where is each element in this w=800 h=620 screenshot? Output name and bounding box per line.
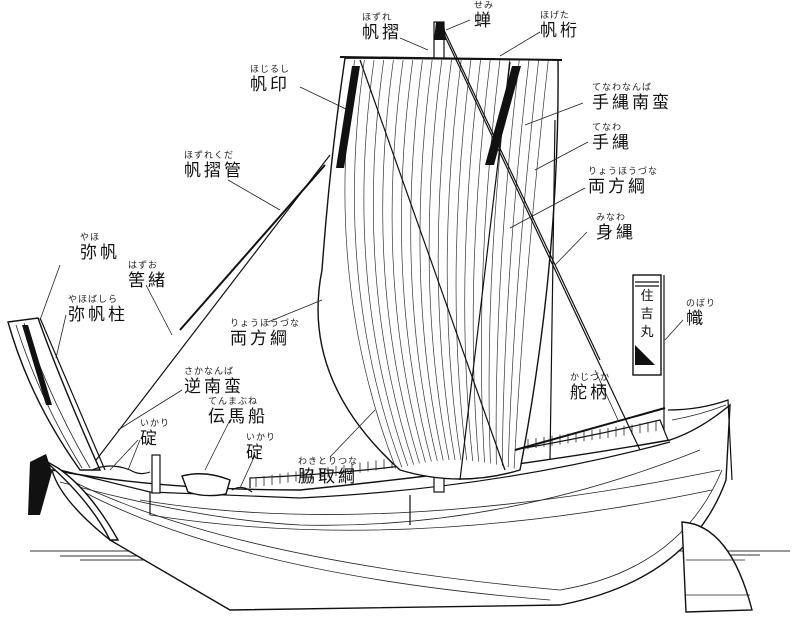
label-tenmabune: てんまぶね 伝馬船 [208,398,268,426]
main-sail [317,56,563,480]
label-tenawa: てなわ 手縄 [592,124,632,152]
sail-seam [446,59,462,461]
sail-seam [354,59,403,468]
sail-seam [507,59,539,468]
label-semi: せみ 蝉 [474,2,494,30]
sail-seam [401,59,432,462]
label-ruby: のぼり [686,299,717,309]
label-ruby: りょうほうづな [230,319,301,329]
label-text: 帆摺管 [184,161,244,181]
label-ruby: りょうほうづな [588,167,659,177]
label-text: 逆南蛮 [184,377,244,397]
label-text: 帆摺 [362,23,402,43]
flag-char-3: 丸 [640,325,653,340]
leader-lines [39,19,684,489]
sail-seam [363,59,409,466]
sail-seam [372,59,414,465]
label-text: 筈緒 [128,271,168,291]
label-ruby: いかり [140,419,171,429]
label-nobori: のぼり 幟 [686,300,716,328]
label-text: 伝馬船 [208,407,268,427]
sail-seam [455,59,472,461]
sail-seam [410,59,438,461]
label-ikari-mid: いかり 碇 [246,434,276,462]
label-hozure: ほずれ 帆摺 [362,14,402,42]
label-ruby: いかり [246,433,277,443]
label-ruby: みなわ [596,213,627,223]
label-ryohozuna-right: りょうほうづな 両方綱 [588,168,658,196]
label-text: 弥帆 [80,243,120,263]
label-ruby: てなわ [592,123,623,133]
sail-seam [428,59,450,461]
label-yaho: やほ 弥帆 [80,234,120,262]
label-text: 手縄 [592,133,632,153]
label-text: 脇取綱 [298,467,358,487]
label-text: 碇 [246,443,266,463]
label-ruby: ほずれくだ [184,151,235,161]
label-ruby: はずお [128,261,159,271]
label-text: 幟 [686,309,706,329]
sail-seam [495,59,520,465]
label-ruby: やほばしら [68,295,119,305]
label-text: 帆印 [250,75,290,95]
anchors [91,454,253,494]
label-ruby: ほずれ [362,13,393,23]
label-text: 帆桁 [540,21,580,41]
rudder [681,521,753,613]
sail-seam [382,59,420,464]
sail-seam [419,59,444,461]
label-text: 両方綱 [588,177,648,197]
label-ikari-bow: いかり 碇 [140,420,170,448]
label-ruby: ほじるし [250,65,291,75]
label-text: 身縄 [596,223,636,243]
sail-seam [501,59,530,466]
flag-char-2: 吉 [640,307,653,322]
label-ruby: てなわなんば [592,83,653,93]
flag-char-1: 住 [640,289,653,304]
sail-seam [391,59,426,463]
sail-seam [437,59,456,461]
label-ruby: せみ [474,1,495,11]
label-minawa: みなわ 身縄 [596,214,636,242]
label-hojirushi: ほじるし 帆印 [250,66,290,94]
label-ruby: やほ [80,233,101,243]
label-ruby: さかなんば [184,367,235,377]
label-wakitorizuna: わきとりつな 脇取綱 [298,458,358,486]
label-ryohozuna-left: りょうほうづな 両方綱 [230,320,300,348]
label-text: 手縄南蛮 [592,93,672,113]
sail-seam [480,59,501,463]
label-text: 両方綱 [230,329,290,349]
label-hogeta: ほげた 帆桁 [540,12,580,40]
bow-sail [7,317,106,471]
label-ruby: かじづか [570,373,611,383]
label-ruby: わきとりつな [298,457,359,467]
label-text: 蝉 [474,11,494,31]
label-hozurekuda: ほずれくだ 帆摺管 [184,152,244,180]
label-tenawa-nanba: てなわなんば 手縄南蛮 [592,84,672,112]
label-text: 弥帆柱 [68,305,128,325]
nobori-flag: 住 吉 丸 [632,274,665,430]
rigging [89,29,666,481]
tenma-boat [181,473,231,497]
label-ruby: ほげた [540,11,571,21]
label-text: 碇 [140,429,160,449]
label-hazuo: はずお 筈緒 [128,262,168,290]
label-kajizuka: かじづか 舵柄 [570,374,610,402]
label-ruby: てんまぶね [208,397,259,407]
label-text: 舵柄 [570,383,610,403]
label-sakananba: さかなんば 逆南蛮 [184,368,244,396]
label-yahobashira: やほばしら 弥帆柱 [68,296,128,324]
hull [28,399,733,611]
